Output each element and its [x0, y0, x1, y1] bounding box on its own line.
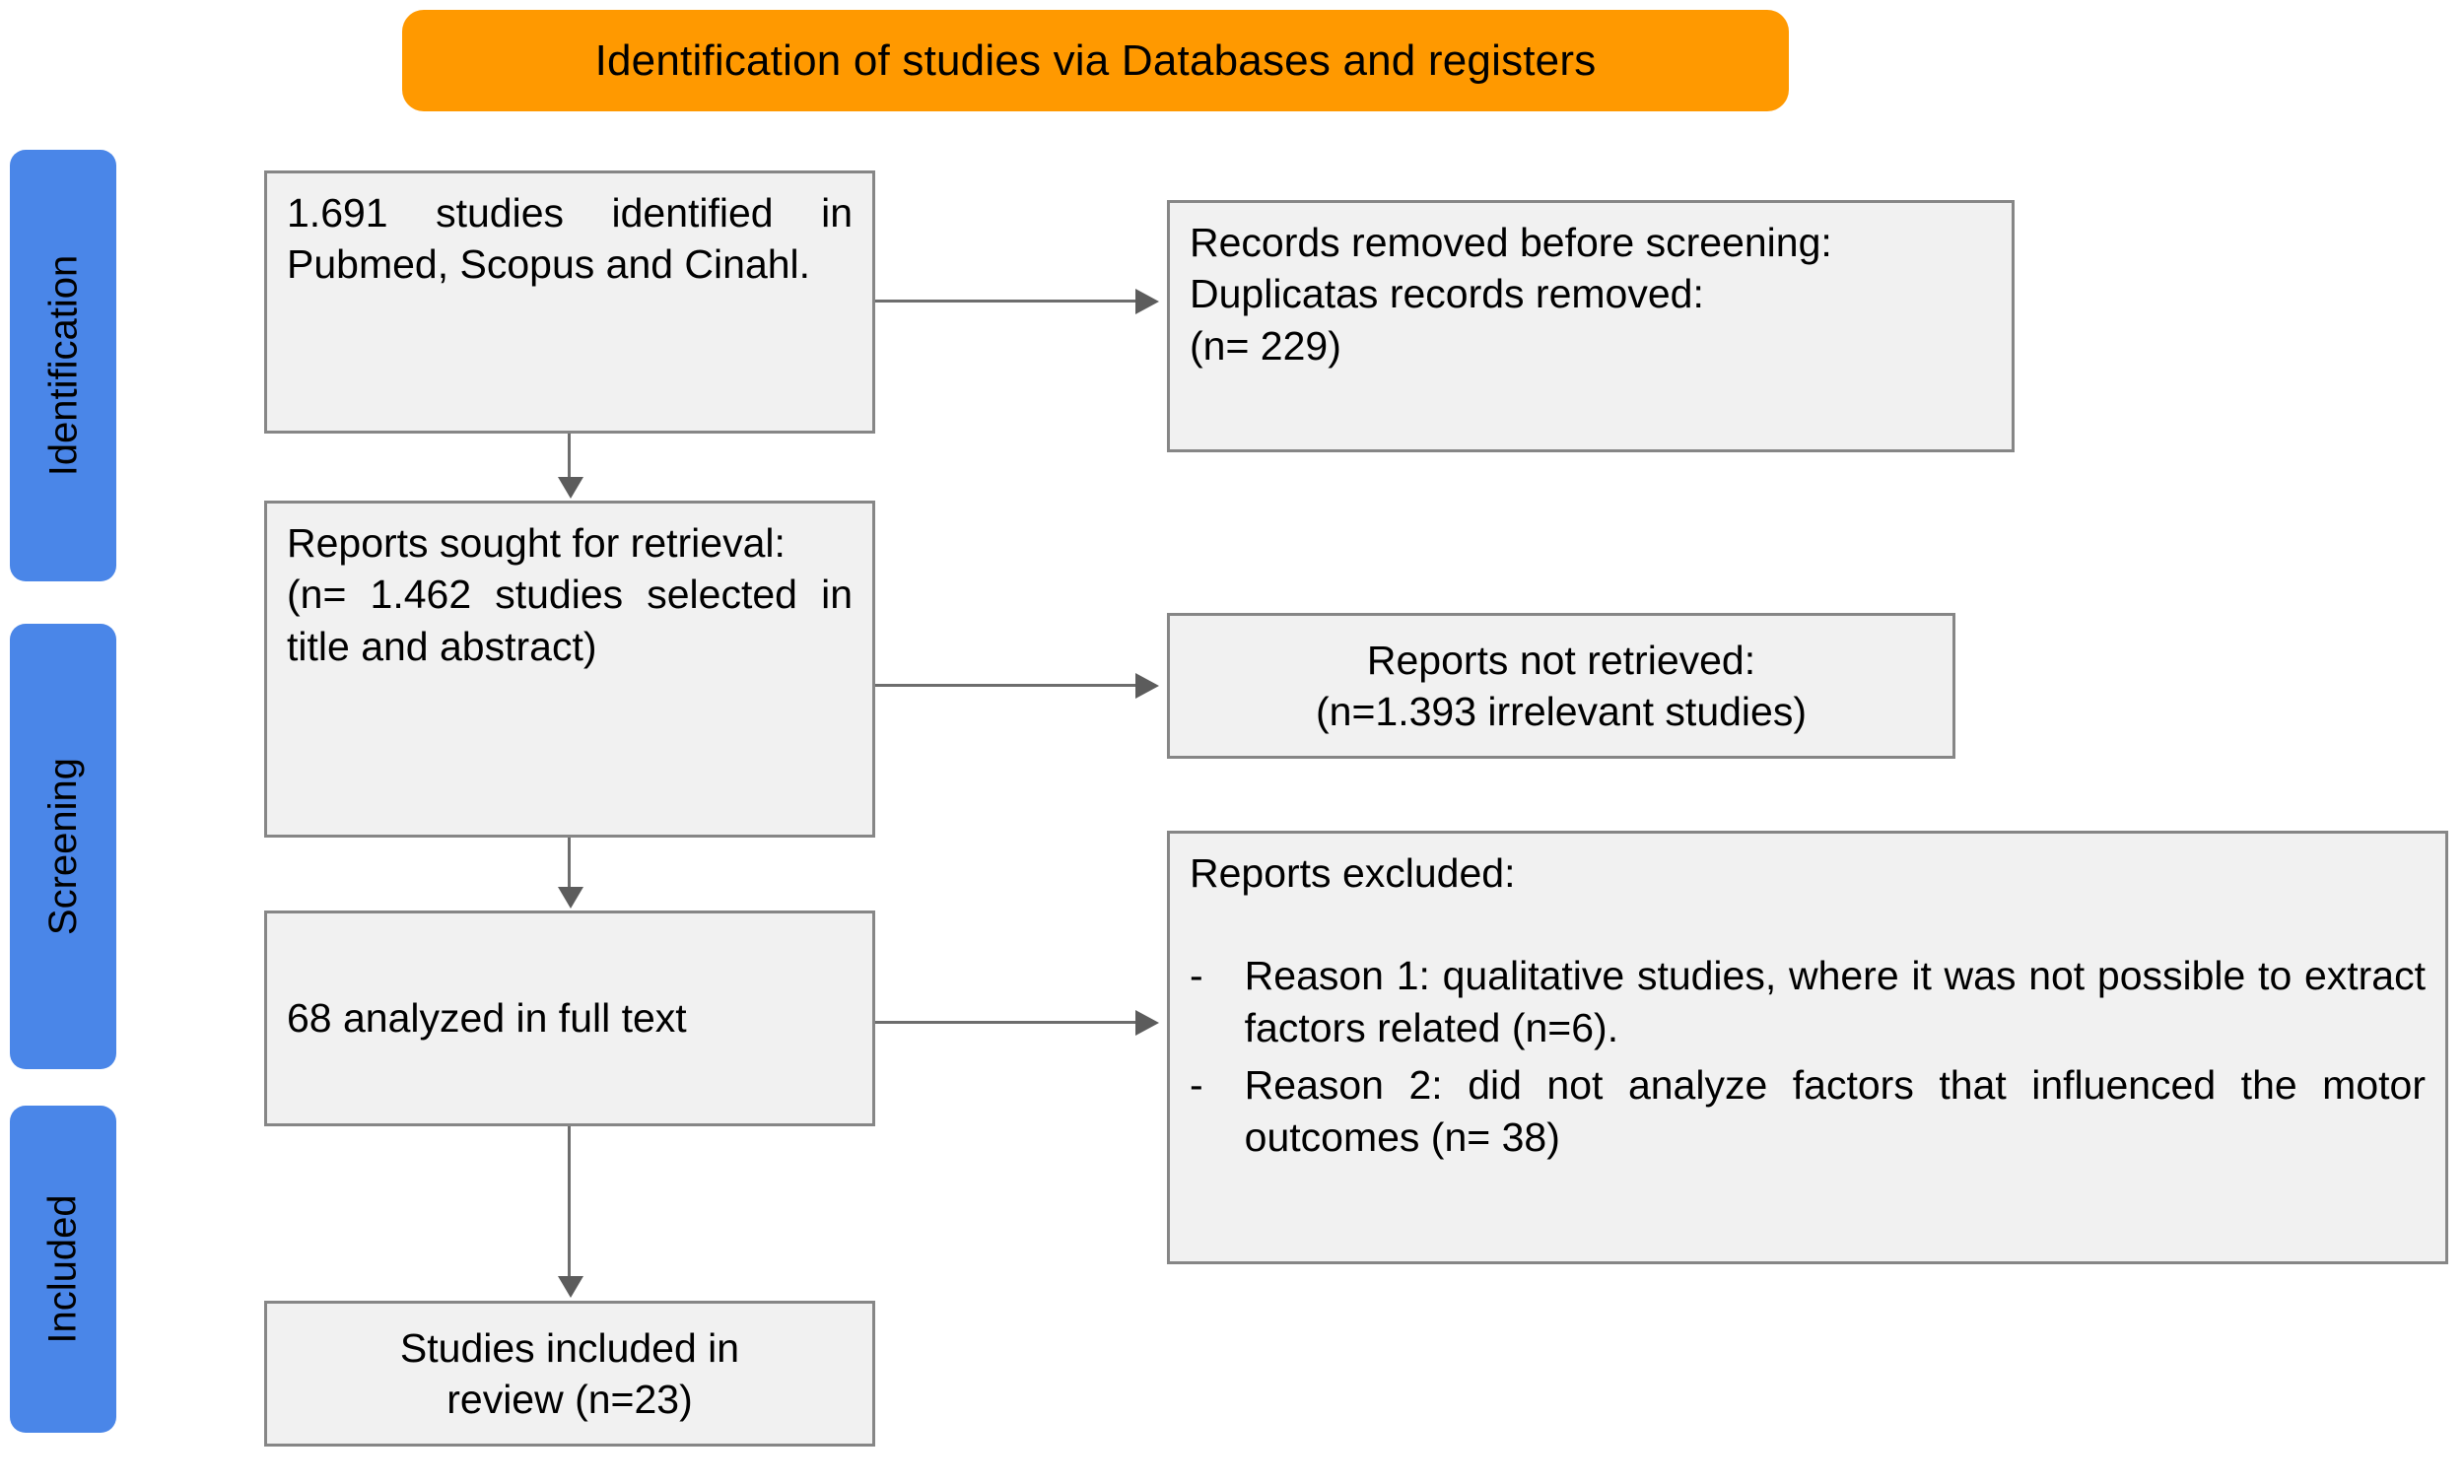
box-reports-excluded-title: Reports excluded: [1190, 850, 1516, 896]
stage-label-included-text: Included [41, 1194, 86, 1344]
box-studies-identified: 1.691 studies identified in Pubmed, Scop… [264, 170, 875, 434]
excluded-reason-text: Reason 2: did not analyze factors that i… [1244, 1062, 2426, 1160]
arrow-down-icon [558, 887, 583, 909]
connector-full-text-to-included [568, 1126, 571, 1279]
box-studies-included-line-1: Studies included in [399, 1324, 740, 1371]
excluded-reason-item: - Reason 1: qualitative studies, where i… [1190, 950, 2426, 1053]
connector-sought-to-full-text [568, 838, 571, 889]
stage-label-included: Included [10, 1106, 116, 1433]
box-studies-included-line-2: review (n=23) [446, 1377, 693, 1422]
connector-identified-to-removed [875, 300, 1139, 303]
box-studies-identified-text: 1.691 studies identified in Pubmed, Scop… [287, 190, 853, 288]
arrow-right-icon [1135, 289, 1159, 314]
arrow-down-icon [558, 477, 583, 499]
connector-identified-to-sought [568, 434, 571, 480]
excluded-reason-text: Reason 1: qualitative studies, where it … [1244, 953, 2426, 1050]
box-analyzed-in-full-text-text: 68 analyzed in full text [287, 995, 687, 1042]
arrow-down-icon [558, 1276, 583, 1298]
box-reports-not-retrieved: Reports not retrieved: (n=1.393 irreleva… [1167, 613, 1955, 759]
box-reports-sought-for-retrieval: Reports sought for retrieval: (n= 1.462 … [264, 501, 875, 838]
box-studies-included-in-review: Studies included in review (n=23) [264, 1301, 875, 1447]
box-records-removed-line-1: Records removed before screening: [1190, 220, 1832, 265]
stage-label-screening: Screening [10, 624, 116, 1069]
box-reports-sought-line-2: (n= 1.462 studies selected in title and … [287, 572, 853, 669]
banner-title: Identification of studies via Databases … [594, 35, 1597, 85]
bullet-dash-icon: - [1190, 1062, 1203, 1109]
stage-label-identification: Identification [10, 150, 116, 581]
connector-sought-to-not-retrieved [875, 684, 1139, 687]
box-reports-not-retrieved-line-2: (n=1.393 irrelevant studies) [1316, 689, 1807, 734]
box-analyzed-in-full-text: 68 analyzed in full text [264, 911, 875, 1126]
box-reports-not-retrieved-line-1: Reports not retrieved: [1366, 637, 1756, 683]
connector-full-text-to-excluded [875, 1021, 1139, 1024]
stage-label-identification-text: Identification [41, 254, 85, 477]
excluded-reason-list: - Reason 1: qualitative studies, where i… [1190, 950, 2426, 1163]
box-reports-excluded: Reports excluded: - Reason 1: qualitativ… [1167, 831, 2448, 1264]
arrow-right-icon [1135, 1010, 1159, 1036]
box-records-removed-line-3: (n= 229) [1190, 322, 1341, 369]
stage-label-screening-text: Screening [41, 757, 85, 936]
diagram-header-banner: Identification of studies via Databases … [402, 10, 1789, 111]
box-records-removed-line-2: Duplicatas records removed: [1190, 271, 1704, 317]
bullet-dash-icon: - [1190, 953, 1203, 999]
arrow-right-icon [1135, 673, 1159, 699]
excluded-reason-item: - Reason 2: did not analyze factors that… [1190, 1059, 2426, 1163]
box-reports-sought-line-1: Reports sought for retrieval: [287, 520, 786, 566]
box-records-removed-before-screening: Records removed before screening: Duplic… [1167, 200, 2015, 452]
